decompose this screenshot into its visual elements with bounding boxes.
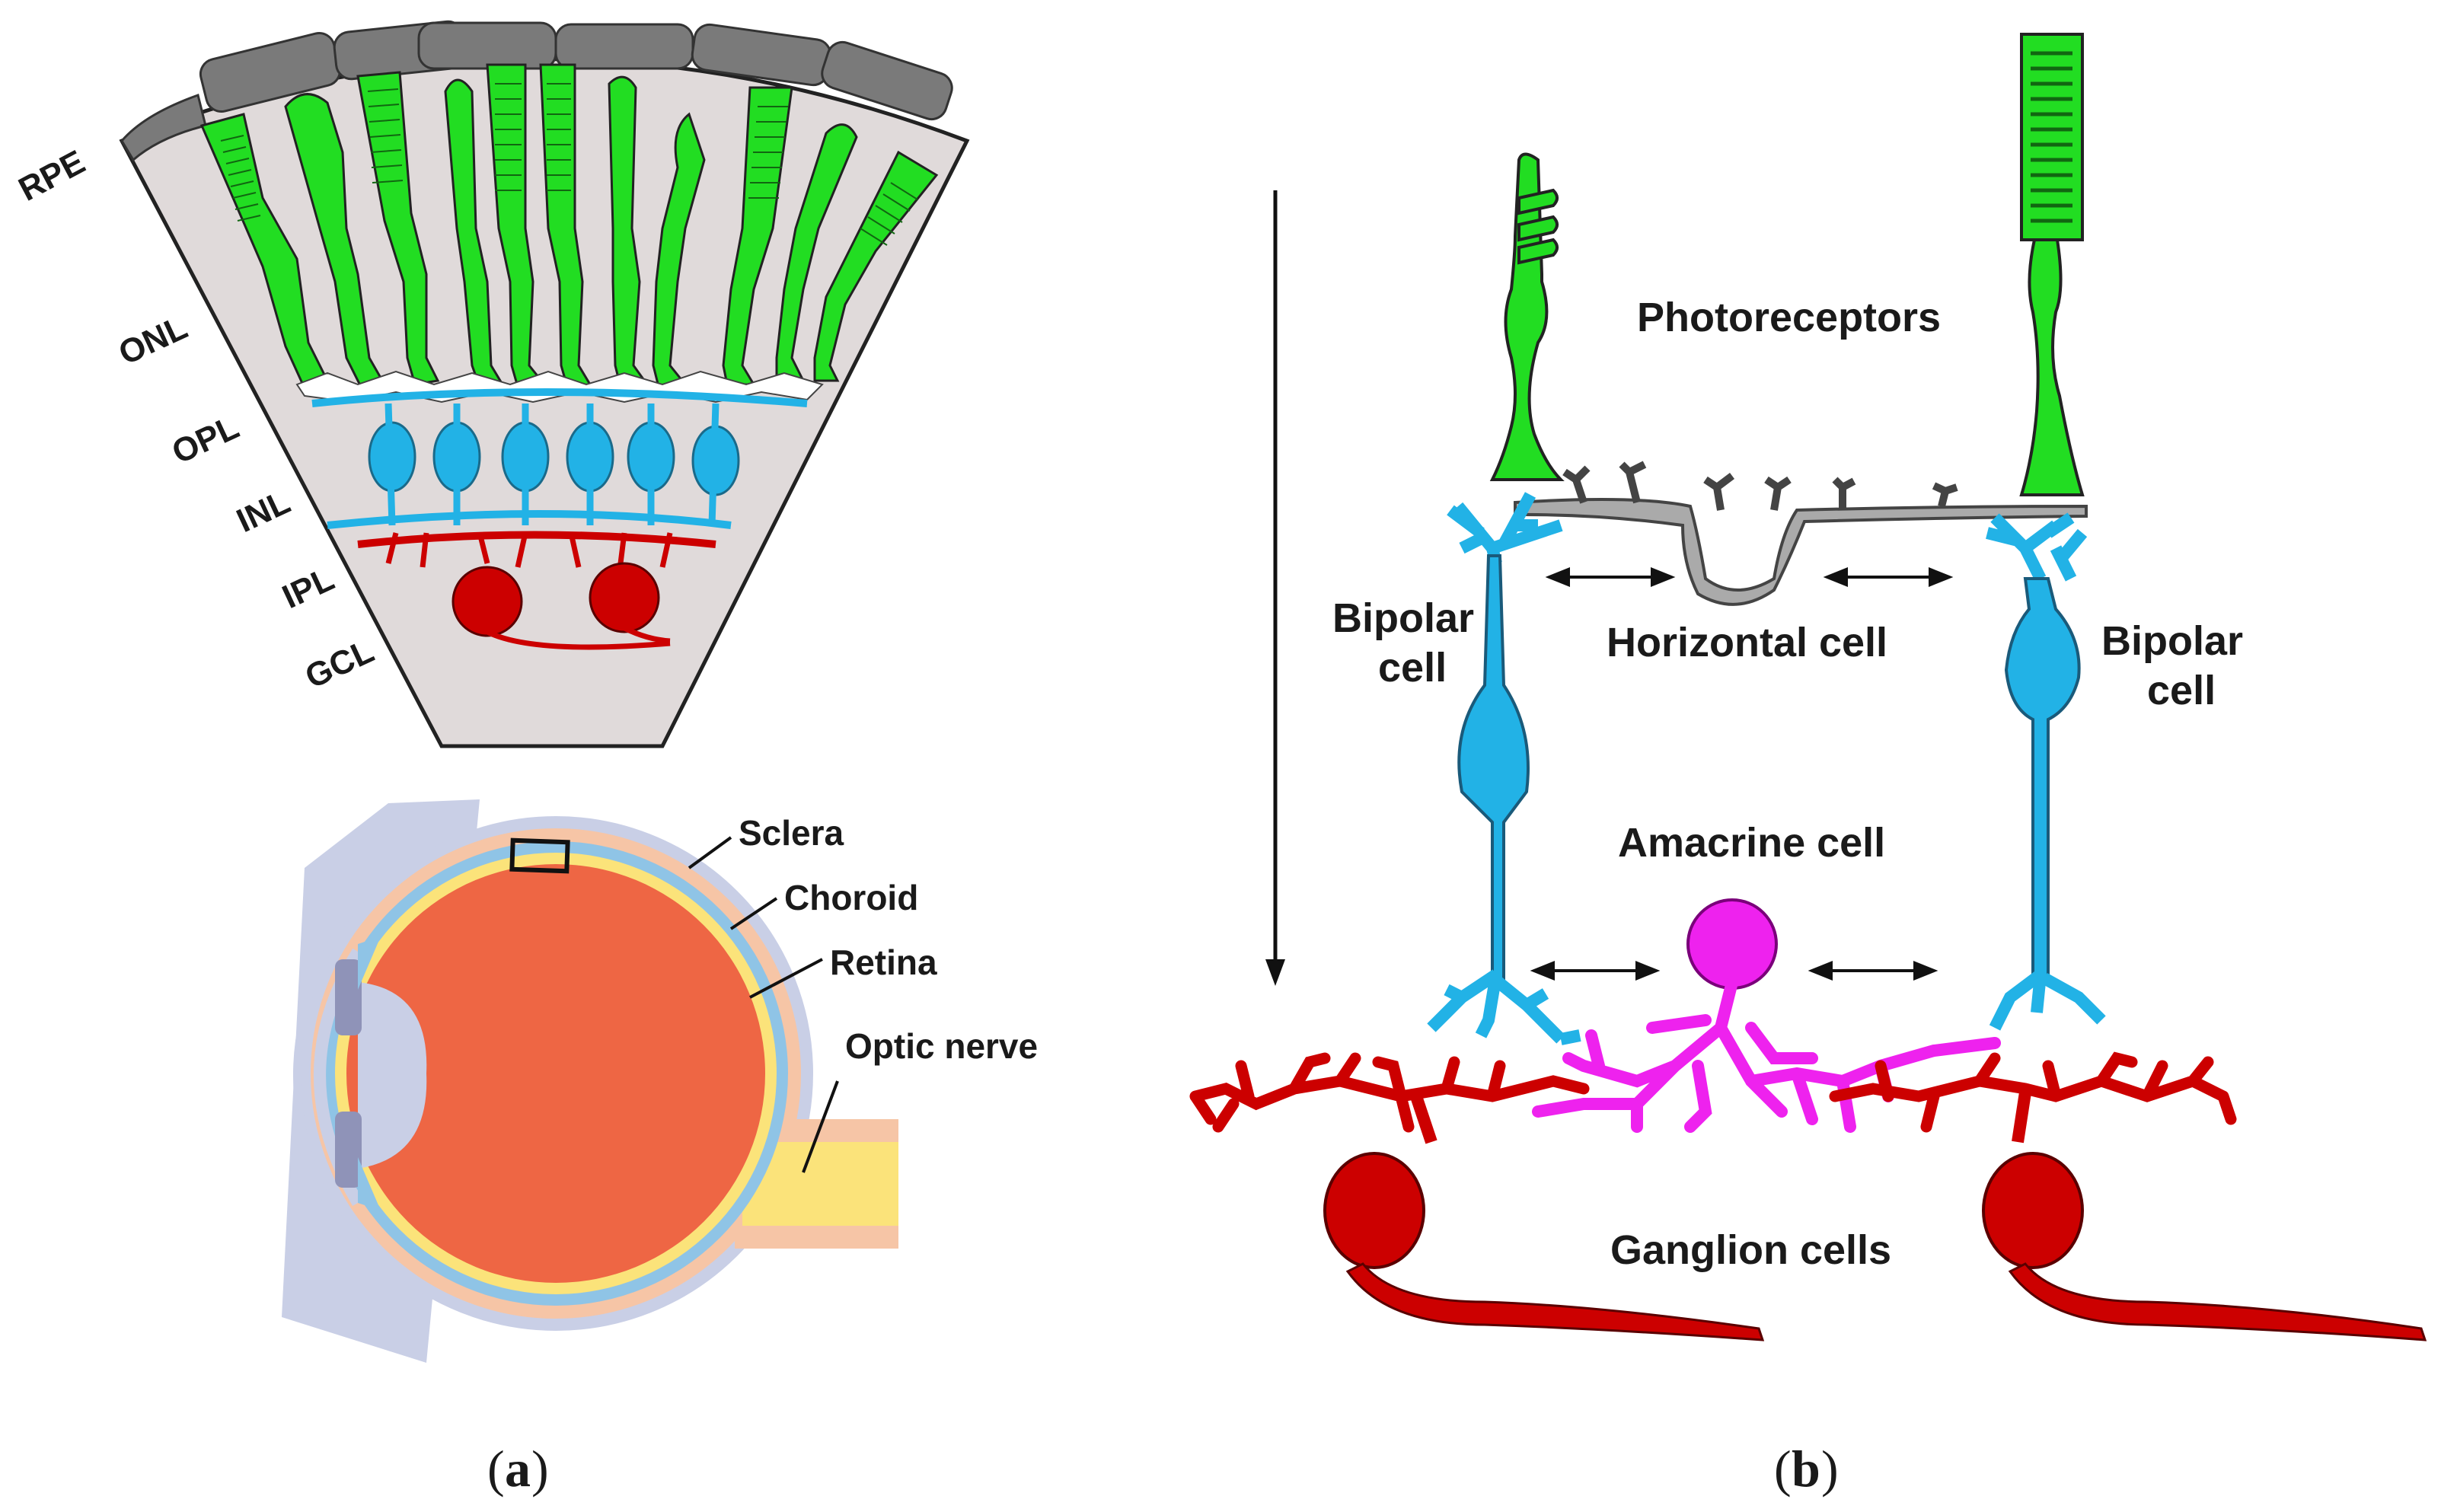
label-retina: Retina <box>830 943 937 982</box>
label-ipl: IPL <box>277 560 340 616</box>
caption-a: a <box>505 1440 531 1498</box>
bipolar-cell-left <box>1427 492 1581 1045</box>
caption-a-close: ) <box>531 1440 549 1498</box>
horizontal-cell <box>1514 461 2088 606</box>
eye-interior <box>346 864 765 1283</box>
rod-photoreceptor <box>2019 33 2085 496</box>
retina-wedge <box>119 20 970 748</box>
label-bipolar-right-line1: Bipolar <box>2101 618 2243 664</box>
label-ganglion-cells: Ganglion cells <box>1610 1227 1891 1273</box>
label-rpe: RPE <box>13 143 91 209</box>
circuit-labels: Photoreceptors Horizontal cell Bipolar c… <box>1332 295 2243 1273</box>
retina-photoreceptors <box>199 63 939 390</box>
caption-b-open: ( <box>1774 1440 1792 1498</box>
label-bipolar-right-line2: cell <box>2147 668 2216 713</box>
label-horizontal-cell: Horizontal cell <box>1607 620 1887 665</box>
cone-photoreceptor <box>1489 152 1565 481</box>
label-choroid: Choroid <box>784 878 918 917</box>
label-gcl: GCL <box>300 632 380 696</box>
caption-b-close: ) <box>1821 1440 1839 1498</box>
ganglion-cell-right <box>1829 1051 2427 1341</box>
caption-a-open: ( <box>487 1440 505 1498</box>
bipolar-cell-right <box>1986 512 2106 1031</box>
label-inl: INL <box>231 483 296 540</box>
ciliary-top <box>358 936 381 990</box>
lateral-arrows <box>1530 567 1954 981</box>
retina-bipolar-cells <box>311 388 808 529</box>
ciliary-bottom <box>358 1157 381 1211</box>
iris-bottom <box>335 1112 362 1188</box>
label-bipolar-left-line1: Bipolar <box>1332 595 1474 641</box>
lens <box>358 982 427 1169</box>
rpe-layer <box>120 20 953 162</box>
eye-leader-lines <box>688 836 839 1173</box>
caption-b: b <box>1792 1440 1820 1498</box>
eye-cross-section <box>282 799 898 1363</box>
label-sclera: Sclera <box>739 813 844 853</box>
label-opl: OPL <box>167 408 245 471</box>
retina-disc-stripes <box>220 83 918 246</box>
label-onl: ONL <box>113 308 193 372</box>
label-optic-nerve: Optic nerve <box>845 1026 1038 1066</box>
eye-labels: Sclera Choroid Retina Optic nerve <box>739 813 1038 1066</box>
zoom-region-box <box>509 837 570 874</box>
iris-top <box>335 959 362 1035</box>
signal-direction-arrow <box>1265 190 1285 986</box>
retina-ganglion-cells <box>357 531 716 650</box>
label-photoreceptors: Photoreceptors <box>1637 295 1941 340</box>
label-bipolar-left-line2: cell <box>1378 645 1447 691</box>
ganglion-cell-left <box>1189 1052 1765 1341</box>
label-amacrine-cell: Amacrine cell <box>1618 820 1885 866</box>
